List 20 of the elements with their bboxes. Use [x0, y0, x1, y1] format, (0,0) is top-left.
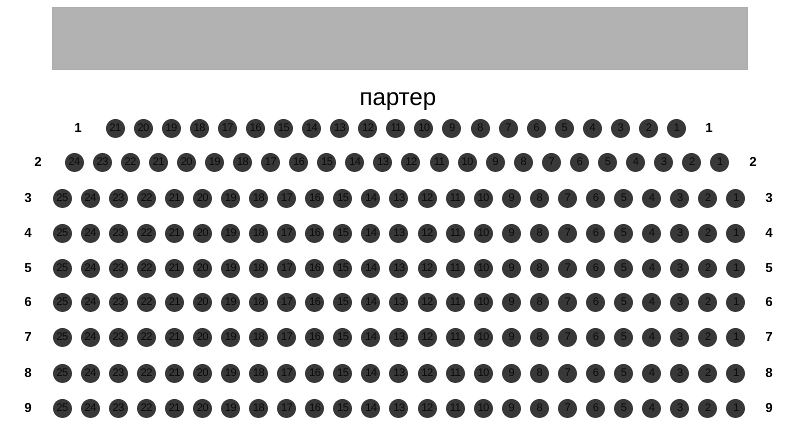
row-number: 3 [764, 190, 774, 206]
row-number: 5 [23, 260, 33, 276]
row-number: 9 [23, 400, 33, 416]
row-number: 5 [764, 260, 774, 276]
row-number: 9 [764, 400, 774, 416]
row-number: 8 [764, 365, 774, 381]
row-number: 6 [23, 294, 33, 310]
row-number: 1 [704, 120, 714, 136]
row-number: 1 [73, 120, 83, 136]
row-number: 7 [764, 329, 774, 345]
row-number: 8 [23, 365, 33, 381]
row-number: 3 [23, 190, 33, 206]
row-number: 2 [748, 154, 758, 170]
row-number: 4 [764, 225, 774, 241]
stage-area [52, 7, 748, 70]
row-number: 6 [764, 294, 774, 310]
section-title: партер [360, 84, 436, 112]
row-number: 4 [23, 225, 33, 241]
row-number: 7 [23, 329, 33, 345]
row-number: 2 [33, 154, 43, 170]
